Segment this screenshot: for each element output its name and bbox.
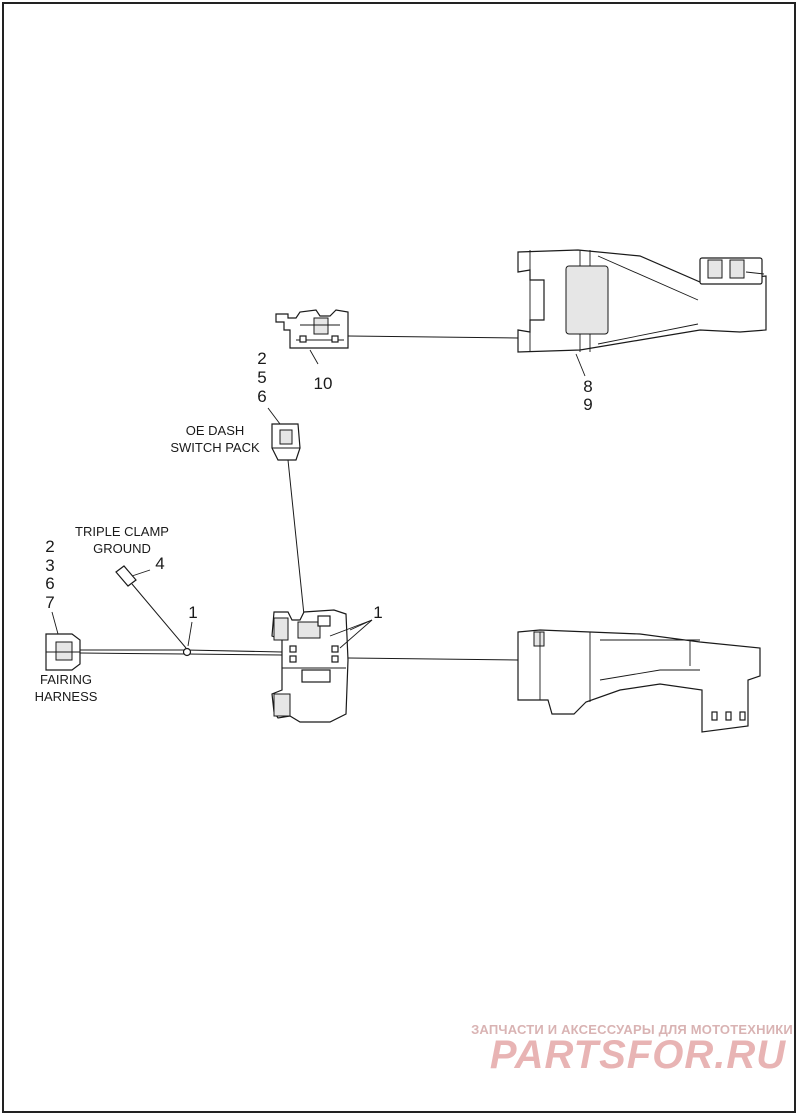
leader-housing-b xyxy=(339,619,373,649)
watermark: ЗАПЧАСТИ И АКСЕССУАРЫ ДЛЯ МОТОТЕХНИКИ PA… xyxy=(471,1022,793,1077)
leader-housing-c xyxy=(349,619,373,631)
fairing-connector xyxy=(45,633,81,671)
leader-ground xyxy=(131,569,151,577)
ref-number: 8 xyxy=(583,377,592,396)
leader-upper-switch xyxy=(309,349,319,365)
upper-switch-ref: 10 xyxy=(314,374,333,393)
leader-upper-bracket xyxy=(575,353,586,377)
oe-dash-label-line2: SWITCH PACK xyxy=(170,440,260,455)
ref-number: 7 xyxy=(45,593,54,612)
lower-handlebar-bracket xyxy=(517,629,761,733)
lower-wire xyxy=(347,657,519,661)
lower-switch-housing xyxy=(271,609,349,723)
oe-dash-connector xyxy=(271,423,301,461)
leader-clip xyxy=(187,621,193,647)
clip-ref: 1 xyxy=(188,603,197,622)
triple-clamp-label-line2: GROUND xyxy=(93,541,151,556)
upper-bracket-refs: 8 9 xyxy=(583,377,592,414)
ref-number: 5 xyxy=(257,368,266,387)
oe-dash-label-line1: OE DASH xyxy=(186,423,245,438)
upper-connector-refs: 2 5 6 xyxy=(257,349,266,406)
ref-number: 6 xyxy=(257,387,266,406)
upper-switch-housing xyxy=(275,309,349,349)
watermark-tagline: ЗАПЧАСТИ И АКСЕССУАРЫ ДЛЯ МОТОТЕХНИКИ xyxy=(471,1022,793,1037)
leader-fairing xyxy=(51,611,59,635)
upper-wire xyxy=(347,335,519,339)
ref-number: 9 xyxy=(583,395,592,414)
watermark-logo: PARTSFOR.RU xyxy=(490,1033,786,1077)
lower-main-wire xyxy=(80,649,283,653)
ground-ref: 4 xyxy=(155,554,164,573)
fairing-label-line1: FAIRING xyxy=(40,672,92,687)
ref-number: 6 xyxy=(45,574,54,593)
ref-number: 2 xyxy=(257,349,266,368)
ref-number: 2 xyxy=(45,537,54,556)
leader-oe-connector xyxy=(267,407,281,425)
fairing-refs: 2 3 6 7 xyxy=(45,537,54,612)
oe-dash-wire xyxy=(287,459,305,616)
ground-terminal xyxy=(115,565,187,649)
switch-housing-ref: 1 xyxy=(373,603,382,622)
harness-clip xyxy=(182,647,192,657)
fairing-label-line2: HARNESS xyxy=(35,689,98,704)
leader-housing-a xyxy=(329,619,373,637)
triple-clamp-label-line1: TRIPLE CLAMP xyxy=(75,524,169,539)
ref-number: 3 xyxy=(45,556,54,575)
upper-handlebar-bracket xyxy=(517,249,767,353)
